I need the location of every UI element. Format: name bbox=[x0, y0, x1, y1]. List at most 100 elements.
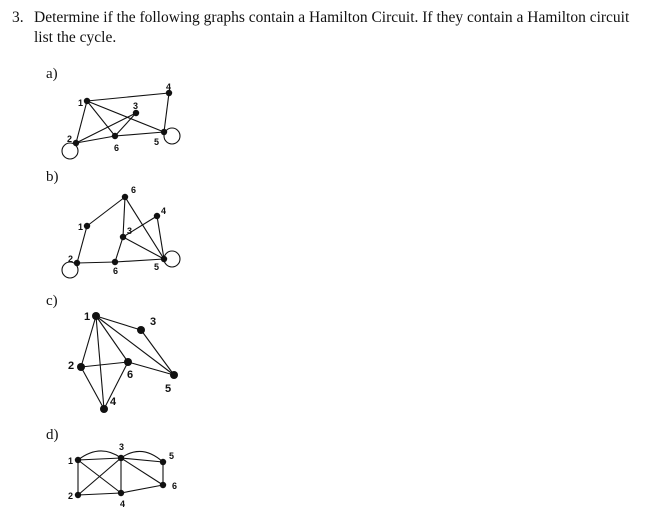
vertex-a-4 bbox=[165, 89, 173, 97]
vertex-b-6-top bbox=[121, 193, 129, 201]
question-line-1: 3.Determine if the following graphs cont… bbox=[12, 8, 652, 28]
graph-a-edges bbox=[75, 92, 170, 144]
question-text: 3.Determine if the following graphs cont… bbox=[12, 8, 652, 48]
vertex-c-6 bbox=[124, 358, 132, 366]
edge-b-3-6b bbox=[114, 236, 124, 263]
edge-c-1-5 bbox=[95, 315, 175, 376]
edge-b-6-3 bbox=[122, 196, 126, 238]
edge-c-6-4 bbox=[103, 361, 129, 410]
vertex-a-1-label: 1 bbox=[78, 98, 83, 108]
vertex-c-4 bbox=[100, 405, 108, 413]
vertex-b-3 bbox=[119, 233, 127, 241]
vertex-c-2-label: 2 bbox=[68, 360, 74, 372]
edge-a-4-5 bbox=[163, 92, 170, 133]
edge-c-2-6 bbox=[80, 361, 129, 368]
graph-c-edges bbox=[80, 315, 175, 410]
part-d-label: d) bbox=[46, 427, 59, 443]
question-line-2: list the cycle. bbox=[34, 29, 117, 46]
edge-b-4-5 bbox=[156, 215, 165, 260]
vertex-a-5 bbox=[160, 128, 168, 136]
graph-b-edges bbox=[76, 196, 165, 264]
vertex-b-2-label: 2 bbox=[68, 254, 73, 264]
vertex-a-3 bbox=[132, 109, 140, 117]
vertex-b-5-label: 5 bbox=[154, 262, 159, 272]
vertex-b-4-label: 4 bbox=[161, 206, 166, 216]
edge-a-1-5 bbox=[86, 100, 165, 133]
part-c-label: c) bbox=[46, 293, 58, 309]
edge-a-6-3 bbox=[114, 112, 137, 137]
vertex-a-6 bbox=[111, 132, 119, 140]
vertex-b-5 bbox=[160, 255, 168, 263]
edge-c-1-6 bbox=[95, 315, 129, 363]
loop-a-2 bbox=[61, 142, 79, 160]
vertex-d-4 bbox=[117, 489, 125, 497]
vertex-c-1-label: 1 bbox=[84, 311, 90, 323]
vertex-c-1 bbox=[92, 312, 100, 320]
edge-c-3-5 bbox=[140, 329, 175, 376]
edge-a-1-6 bbox=[86, 100, 116, 137]
part-a-label: a) bbox=[46, 66, 58, 82]
vertex-c-3 bbox=[137, 326, 145, 334]
vertex-c-5-label: 5 bbox=[165, 383, 171, 395]
edge-d-2-3 bbox=[77, 457, 122, 496]
part-b-label: b) bbox=[46, 169, 59, 185]
edge-b-4-3 bbox=[122, 215, 158, 238]
edge-d-3-5-arc bbox=[120, 450, 164, 463]
vertex-c-4-label: 4 bbox=[110, 396, 117, 408]
vertex-d-6 bbox=[159, 481, 167, 489]
vertex-b-1 bbox=[83, 222, 91, 230]
vertex-a-6-label: 6 bbox=[114, 143, 119, 153]
loop-a-5 bbox=[163, 127, 181, 145]
vertex-a-4-label: 4 bbox=[166, 82, 171, 92]
edge-a-6-5 bbox=[114, 131, 165, 137]
vertex-b-6-top-label: 6 bbox=[131, 185, 136, 195]
edge-b-2-6b bbox=[76, 261, 116, 264]
vertex-b-4 bbox=[153, 212, 161, 220]
graph-d-edges bbox=[77, 450, 164, 496]
vertex-a-2 bbox=[72, 139, 80, 147]
vertex-a-5-label: 5 bbox=[154, 137, 159, 147]
vertex-c-6-label: 6 bbox=[127, 369, 133, 381]
vertex-a-1 bbox=[83, 97, 91, 105]
vertex-d-1 bbox=[74, 456, 82, 464]
vertex-a-3-label: 3 bbox=[133, 101, 138, 111]
vertex-c-3-label: 3 bbox=[150, 316, 156, 328]
vertex-b-6-label: 6 bbox=[113, 266, 118, 276]
edge-d-3-6 bbox=[120, 457, 164, 486]
edge-d-1-3 bbox=[77, 457, 122, 461]
vertex-d-5-label: 5 bbox=[169, 451, 174, 461]
edge-c-2-4 bbox=[80, 366, 105, 410]
edge-b-3-5 bbox=[122, 236, 165, 260]
question-number: 3. bbox=[12, 9, 24, 26]
vertex-d-2 bbox=[74, 491, 82, 499]
vertex-b-1-label: 1 bbox=[78, 222, 83, 232]
vertex-a-2-label: 2 bbox=[67, 134, 72, 144]
edge-d-1-3-arc bbox=[77, 450, 122, 461]
vertex-d-5 bbox=[159, 458, 167, 466]
edge-a-2-3 bbox=[75, 112, 137, 144]
edge-d-4-6 bbox=[120, 484, 164, 494]
edge-d-3-5 bbox=[120, 457, 164, 463]
vertex-d-2-label: 2 bbox=[68, 491, 73, 501]
vertex-b-3-label: 3 bbox=[127, 226, 132, 236]
vertex-b-6 bbox=[111, 258, 119, 266]
edge-b-6-5 bbox=[124, 196, 165, 260]
edge-b-1-2 bbox=[76, 225, 88, 264]
edge-c-1-3 bbox=[95, 315, 142, 331]
edge-b-6-1 bbox=[86, 196, 126, 227]
edge-b-6b-5 bbox=[114, 258, 165, 263]
vertex-d-3-label: 3 bbox=[119, 442, 124, 452]
edge-a-1-4 bbox=[86, 92, 170, 102]
vertex-b-2 bbox=[73, 259, 81, 267]
edge-d-2-4 bbox=[77, 492, 122, 496]
edge-a-1-2 bbox=[75, 100, 88, 144]
edge-c-6-5 bbox=[127, 361, 175, 376]
edge-a-2-6 bbox=[75, 135, 116, 144]
loop-b-2 bbox=[61, 261, 79, 279]
vertex-d-4-label: 4 bbox=[120, 499, 125, 509]
edge-c-1-4 bbox=[95, 315, 105, 410]
vertex-c-2 bbox=[77, 363, 85, 371]
vertex-c-5 bbox=[170, 371, 178, 379]
